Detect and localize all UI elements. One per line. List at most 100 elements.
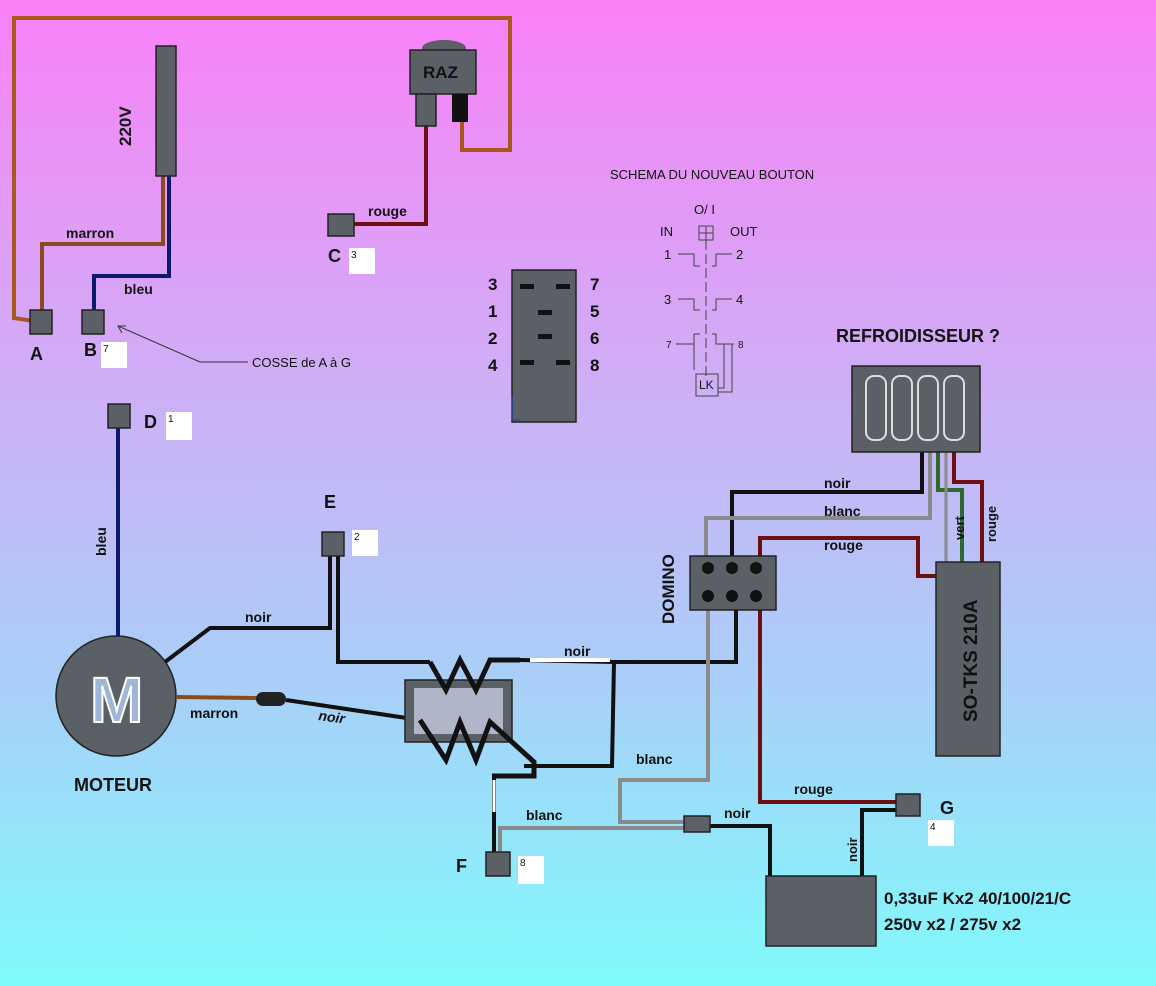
- wire-label-noir-mid: noir: [564, 643, 591, 659]
- pinout-5: 5: [590, 302, 599, 321]
- wire-label-bleu-top: bleu: [124, 281, 153, 297]
- switch-in-label: IN: [660, 224, 673, 239]
- wire-noir-domino: [612, 610, 738, 664]
- domino-hole: [750, 562, 762, 574]
- refroidisseur-fin-1: [865, 375, 887, 441]
- wire-vert: [936, 452, 964, 562]
- capacitor-line1: 0,33uF Kx2 40/100/21/C: [884, 889, 1071, 908]
- wire-orange-loop: [12, 16, 512, 324]
- cosse-pointer-line: [117, 325, 248, 363]
- raz-button: [409, 49, 477, 95]
- domino-label: DOMINO: [659, 554, 678, 624]
- terminal-b: [81, 309, 105, 335]
- wire-label-noir-m: noir: [318, 707, 348, 727]
- pinout-axis-marker: [511, 396, 520, 421]
- wire-marron-top: [40, 176, 165, 312]
- num-box-b: [101, 342, 127, 368]
- pin-dash-3: [520, 284, 534, 289]
- capacitor-line2: 250v x2 / 275v x2: [884, 915, 1021, 934]
- wire-rouge-c: [352, 126, 428, 226]
- wire-noir-e: [163, 556, 332, 664]
- switch-n4: 4: [736, 292, 743, 307]
- switch-contact-1: [678, 253, 700, 267]
- pinout-8: 8: [590, 356, 599, 375]
- label-f: F: [456, 856, 467, 876]
- switch-lk-label: LK: [699, 378, 714, 392]
- refroidisseur: [851, 365, 981, 453]
- domino-hole: [702, 562, 714, 574]
- label-g: G: [940, 798, 954, 818]
- num-box-f: [518, 856, 544, 884]
- wire-label-marron-m: marron: [190, 705, 238, 721]
- wire-label-marron-top: marron: [66, 225, 114, 241]
- wire-blanc-f: [498, 826, 686, 852]
- heater-zigzag-top: [427, 654, 520, 696]
- terminal-g: [895, 793, 921, 817]
- switch-contact-3: [678, 298, 700, 311]
- motor-letter: M: [90, 664, 143, 736]
- terminal-f: [485, 851, 511, 877]
- switch-n2: 2: [736, 247, 743, 262]
- domino-hole: [726, 590, 738, 602]
- terminal-c: [327, 213, 355, 237]
- moteur-label: MOTEUR: [74, 775, 152, 795]
- wire-noir-top: [730, 452, 924, 556]
- num-c: 3: [351, 250, 357, 261]
- wire-marron-m: [176, 695, 259, 700]
- num-box-d: [166, 412, 192, 440]
- wire-noir-cap: [710, 824, 772, 878]
- terminal-a: [29, 309, 53, 335]
- sotks-relay: [935, 561, 1001, 757]
- label-c: C: [328, 246, 341, 266]
- pin-dash-7: [556, 284, 570, 289]
- num-box-c: [349, 248, 375, 274]
- wire-label-blanc-top: blanc: [824, 503, 861, 519]
- mains-plug: [155, 45, 177, 177]
- wire-blanc-mid: [618, 610, 710, 824]
- raz-pin-left: [415, 93, 437, 127]
- wire-label-blanc-mid: blanc: [636, 751, 673, 767]
- switch-contact-2: [712, 253, 732, 267]
- refroidisseur-label: REFROIDISSEUR ?: [836, 326, 1000, 346]
- inline-fuse: [256, 692, 286, 706]
- num-b: 7: [103, 344, 109, 355]
- wire-label-rouge-top: rouge: [824, 537, 863, 553]
- label-d: D: [144, 412, 157, 432]
- switch-pinout-block: [511, 269, 577, 423]
- voltage-label: 220V: [116, 106, 135, 146]
- raz-pin-right: [452, 94, 468, 122]
- label-e: E: [324, 492, 336, 512]
- wire-label-noir-top: noir: [824, 475, 851, 491]
- raz-label: RAZ: [423, 63, 458, 82]
- pinout-6: 6: [590, 329, 599, 348]
- wire-noir-mid: [519, 658, 617, 768]
- terminal-e: [321, 531, 345, 557]
- heater-zigzag-bottom: [417, 715, 537, 779]
- capacitor: [765, 875, 877, 947]
- domino-hole: [750, 590, 762, 602]
- pinout-1: 1: [488, 302, 497, 321]
- switch-lamp-wire-right: [718, 344, 725, 389]
- label-a: A: [30, 344, 43, 364]
- wire-noir-m: [285, 698, 421, 722]
- pinout-7: 7: [590, 275, 599, 294]
- switch-top-label: O/ I: [694, 202, 715, 217]
- switch-out-label: OUT: [730, 224, 758, 239]
- switch-n8: 8: [738, 340, 744, 351]
- num-e: 2: [354, 532, 360, 543]
- switch-contact-4: [712, 298, 732, 311]
- motor: [55, 635, 177, 757]
- wire-label-noir-g: noir: [845, 837, 860, 862]
- wire-noir-g: [860, 808, 898, 878]
- wire-label-blanc-f: blanc: [526, 807, 563, 823]
- domino-hole: [726, 562, 738, 574]
- pin-dash-1: [538, 310, 552, 315]
- pinout-3: 3: [488, 275, 497, 294]
- pin-dash-2: [538, 334, 552, 339]
- wire-bleu-top: [92, 176, 171, 312]
- switch-lamp-wire-right2: [718, 344, 733, 393]
- terminal-d: [107, 403, 131, 429]
- wire-label-rouge-c: rouge: [368, 203, 407, 219]
